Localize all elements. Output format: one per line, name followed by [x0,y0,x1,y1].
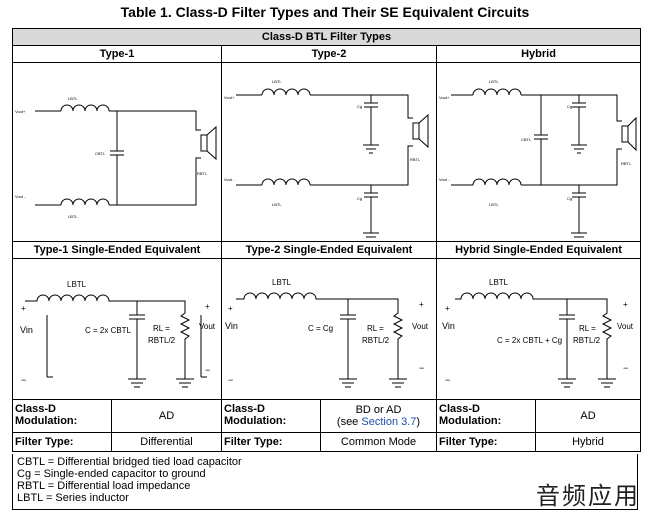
type2-se-rbtl-half: RBTL/2 [362,336,390,345]
type1-title: Type-1 [12,45,222,63]
section-3-7-link[interactable]: Section 3.7 [361,416,417,428]
type1-btl-diagram: LBTL LBTL CBTL RBTL Vout+ Vout - [12,62,222,242]
hybrid-se-vout: Vout [617,322,634,331]
type1-cbtl: CBTL [95,151,106,156]
type1-filter-label: Filter Type: [13,433,112,451]
hybrid-se-minus-out: − [623,363,628,373]
table-header: Class-D BTL Filter Types [11,28,642,46]
type1-modulation-cell: Class-D Modulation: AD [12,399,222,433]
type2-filter-label: Filter Type: [222,433,321,451]
type2-btl-diagram: LBTL LBTL Cg Cg RBTL Vout+ Vout - [221,62,437,242]
hybrid-lbtl-top: LBTL [489,79,499,84]
type2-se-title: Type-2 Single-Ended Equivalent [221,241,437,259]
type2-se-diagram: LBTL + Vin − C = Cg RL = RBTL/2 + Vout − [221,258,437,400]
type2-se-lbtl: LBTL [272,278,292,287]
type1-se-vout: Vout [199,322,216,331]
type2-se-minus-in: − [228,375,233,385]
type2-se-minus-out: − [419,363,424,373]
footnote-rbtl: RBTL = Differential load impedance [17,480,191,492]
type1-se-title: Type-1 Single-Ended Equivalent [12,241,222,259]
type1-se-minus-out: − [205,365,210,375]
hybrid-cbtl: CBTL [521,137,532,142]
hybrid-se-title: Hybrid Single-Ended Equivalent [435,241,642,259]
footnote-cbtl: CBTL = Differential bridged tied load ca… [17,456,242,468]
type2-title: Type-2 [221,45,437,63]
hybrid-cg-bottom: Cg [567,196,572,201]
footnotes: CBTL = Differential bridged tied load ca… [12,454,638,510]
hybrid-filter-cell: Filter Type: Hybrid [435,432,642,452]
hybrid-se-lbtl: LBTL [489,278,509,287]
type2-note-prefix: (see [336,416,362,428]
type1-lbtl-bottom: LBTL [68,214,78,219]
type2-se-rl: RL = [367,324,384,333]
hybrid-rbtl: RBTL [621,161,632,166]
type1-modulation-label: Class-D Modulation: [13,400,112,432]
type1-rbtl: RBTL [197,171,208,176]
type1-se-lbtl: LBTL [67,280,87,289]
hybrid-cg-top: Cg [567,104,572,109]
type1-filter-cell: Filter Type: Differential [12,432,222,452]
type2-se-vout: Vout [412,322,429,331]
type1-se-rbtl-half: RBTL/2 [148,336,176,345]
type2-modulation-note: (see Section 3.7) [323,416,434,428]
table-title: Table 1. Class-D Filter Types and Their … [120,4,530,20]
type1-vout-plus: Vout+ [15,109,26,114]
hybrid-se-rbtl-half: RBTL/2 [573,336,601,345]
type2-filter-value: Common Mode [340,436,417,448]
type2-se-plus-in: + [228,304,233,313]
type1-se-plus-out: + [205,302,210,311]
type1-se-rl: RL = [153,324,170,333]
type2-vout-plus: Vout+ [224,95,235,100]
hybrid-se-diagram: LBTL + Vin − C = 2x CBTL + Cg RL = RBTL/… [435,258,642,400]
type2-cg-bottom: Cg [357,196,362,201]
type2-vout-minus: Vout - [224,177,235,182]
hybrid-modulation-cell: Class-D Modulation: AD [435,399,642,433]
hybrid-se-rl: RL = [579,324,596,333]
hybrid-title: Hybrid [435,45,642,63]
type1-se-vin: Vin [20,325,33,335]
hybrid-se-vin: Vin [442,321,455,331]
type1-modulation-value: AD [158,410,175,422]
watermark: 音频应用 [536,482,640,510]
hybrid-se-minus-in: − [445,375,450,385]
hybrid-lbtl-bottom: LBTL [489,202,499,207]
type2-se-c-eq: C = Cg [308,324,333,333]
hybrid-se-plus-out: + [623,300,628,309]
type2-rbtl: RBTL [410,157,421,162]
type2-modulation-value: BD or AD [355,404,402,416]
hybrid-vout-minus: Vout - [439,177,450,182]
filter-types-table: Class-D BTL Filter Types Type-1 Type-2 H… [11,28,642,452]
hybrid-modulation-value: AD [580,410,596,422]
type1-filter-value: Differential [140,436,193,448]
hybrid-btl-diagram: LBTL LBTL CBTL Cg Cg RBTL Vout+ Vout - [435,62,642,242]
type2-lbtl-top: LBTL [272,79,282,84]
type1-se-diagram: LBTL + Vin − C = 2x CBTL RL = RBTL/2 + V… [12,258,222,400]
type2-se-plus-out: + [419,300,424,309]
type2-filter-cell: Filter Type: Common Mode [221,432,437,452]
type2-cg-top: Cg [357,104,362,109]
type2-modulation-label: Class-D Modulation: [222,400,321,432]
type1-vout-minus: Vout - [15,194,26,199]
type2-modulation-value-cell: BD or AD (see Section 3.7) [321,400,437,432]
footnote-lbtl: LBTL = Series inductor [17,492,129,504]
type2-lbtl-bottom: LBTL [272,202,282,207]
type2-modulation-cell: Class-D Modulation: BD or AD (see Sectio… [221,399,437,433]
type1-se-plus-in: + [21,304,26,313]
hybrid-vout-plus: Vout+ [439,95,450,100]
type1-se-minus-in: − [21,375,26,385]
type1-se-c-eq: C = 2x CBTL [85,326,132,335]
hybrid-se-c-eq: C = 2x CBTL + Cg [497,336,562,345]
hybrid-filter-label: Filter Type: [437,433,536,451]
type2-note-suffix: ) [416,416,421,428]
footnote-cg: Cg = Single-ended capacitor to ground [17,468,206,480]
hybrid-se-plus-in: + [445,304,450,313]
type1-lbtl-top: LBTL [68,96,78,101]
hybrid-modulation-label: Class-D Modulation: [437,400,536,432]
hybrid-filter-value: Hybrid [572,436,604,448]
type2-se-vin: Vin [225,321,238,331]
